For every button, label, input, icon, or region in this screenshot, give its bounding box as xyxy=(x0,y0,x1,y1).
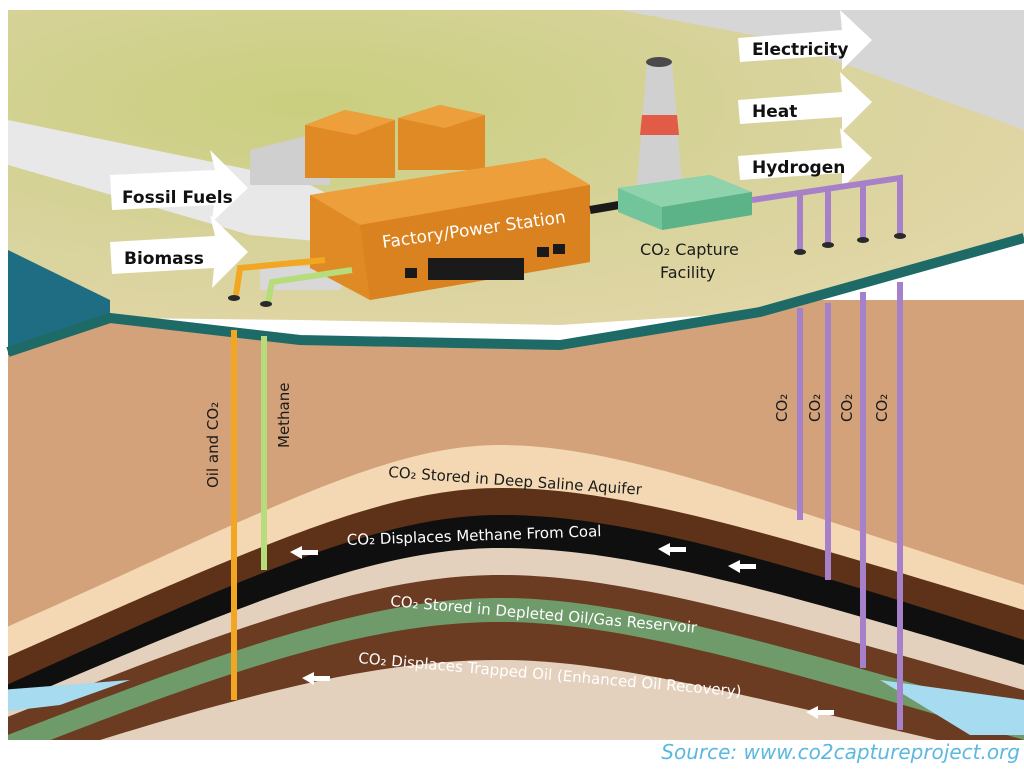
flow-arrow-oil-left xyxy=(302,672,330,685)
bottom-sand-layer xyxy=(100,660,938,740)
co2-well-label-4: CO₂ xyxy=(873,394,891,422)
heat-label: Heat xyxy=(752,102,797,122)
co2-well-label-1: CO₂ xyxy=(773,394,791,422)
capture-label-2: Facility xyxy=(660,263,715,282)
oil-co2-well-label: Oil and CO₂ xyxy=(204,402,222,488)
chimney xyxy=(637,57,682,185)
flow-arrow-coal-mid xyxy=(658,543,686,556)
biomass-arrow: Biomass xyxy=(110,215,248,288)
heat-arrow: Heat xyxy=(738,72,872,132)
co2-well-label-3: CO₂ xyxy=(838,394,856,422)
sky-area xyxy=(620,10,1024,130)
flow-arrows xyxy=(290,543,834,719)
flow-arrow-coal-left xyxy=(290,546,318,559)
biomass-label: Biomass xyxy=(124,249,204,269)
hydrogen-label: Hydrogen xyxy=(752,158,845,178)
hydrogen-arrow: Hydrogen xyxy=(738,128,872,188)
water-left xyxy=(8,680,130,712)
fossil-fuels-label: Fossil Fuels xyxy=(122,188,233,208)
fossil-fuels-arrow: Fossil Fuels xyxy=(110,150,248,222)
factory-building: Factory/Power Station xyxy=(250,105,590,300)
methane-surface-pipe xyxy=(260,267,353,307)
flow-arrow-oil-right xyxy=(806,706,834,719)
co2-well-label-2: CO₂ xyxy=(806,394,824,422)
co2-distribution-manifold xyxy=(751,174,906,255)
water-right xyxy=(880,680,1024,735)
electricity-label: Electricity xyxy=(752,40,849,60)
surface-line xyxy=(6,233,1024,357)
methane-well-label: Methane xyxy=(275,383,293,449)
co2-capture-facility: CO₂ Capture Facility xyxy=(618,175,752,282)
source-credit: Source: www.co2captureproject.org xyxy=(661,740,1020,764)
oil-co2-surface-pipe xyxy=(228,257,326,301)
capture-label-1: CO₂ Capture xyxy=(640,240,739,259)
flow-arrow-coal-right xyxy=(728,560,756,573)
electricity-arrow: Electricity xyxy=(738,10,872,70)
